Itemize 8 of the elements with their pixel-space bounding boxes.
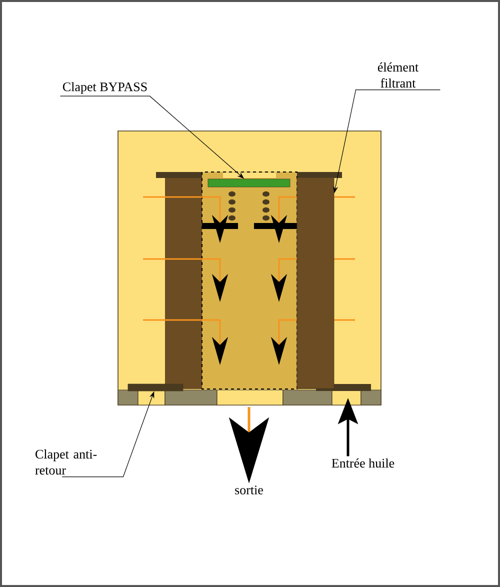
callout-text: Clapet anti-retour bbox=[35, 449, 97, 475]
valve-bar bbox=[208, 178, 290, 188]
callout-text: sortie bbox=[235, 486, 263, 494]
callout-text: Entrée huile bbox=[332, 458, 394, 468]
valve-bar bbox=[128, 384, 184, 392]
filter-element bbox=[296, 177, 334, 389]
callout-text: élément filtrant bbox=[378, 62, 418, 88]
callout-text: Clapet BYPASS bbox=[62, 82, 147, 94]
